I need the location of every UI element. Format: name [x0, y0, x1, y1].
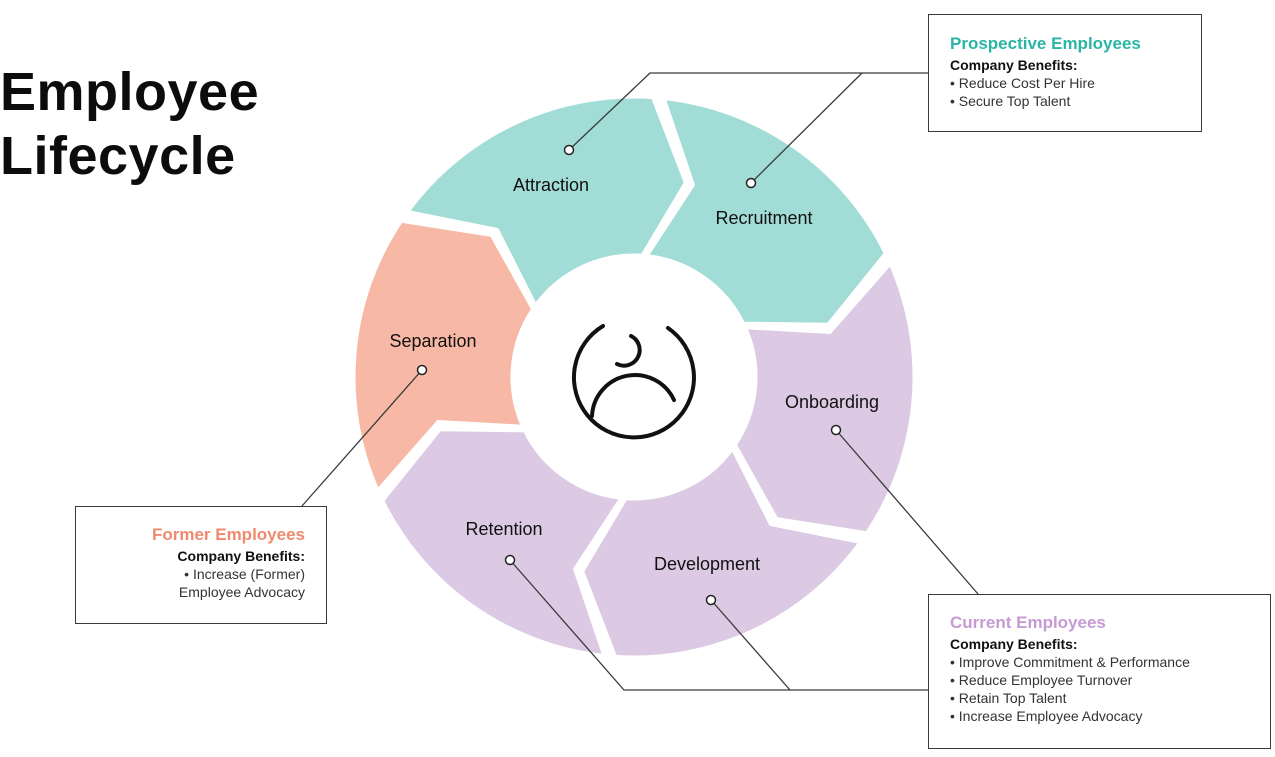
user-circle-icon — [572, 324, 696, 440]
stage-label-separation: Separation — [389, 331, 476, 351]
recruitment-connector — [750, 72, 863, 184]
benefit-item: Increase Employee Advocacy — [950, 707, 1270, 725]
prospective-employees-callout: Prospective Employees Company Benefits: … — [928, 14, 1202, 132]
stage-label-attraction: Attraction — [513, 175, 589, 195]
benefits-list: Reduce Cost Per Hire Secure Top Talent — [950, 74, 1201, 110]
stage-label-retention: Retention — [465, 519, 542, 539]
stage-label-onboarding: Onboarding — [785, 392, 879, 412]
attraction-dot — [563, 144, 575, 156]
segment-attraction — [406, 95, 687, 307]
benefit-item: Retain Top Talent — [950, 689, 1270, 707]
benefit-item-continued: Employee Advocacy — [76, 583, 305, 601]
benefit-item: Increase (Former) — [76, 565, 305, 583]
benefits-list: Increase (Former) Employee Advocacy — [76, 565, 305, 601]
separation-dot — [416, 364, 428, 376]
retention-dot — [504, 554, 516, 566]
callout-header: Current Employees — [950, 613, 1106, 632]
onboarding-dot — [830, 424, 842, 436]
title-line-2: Lifecycle — [0, 126, 236, 186]
callout-subheader: Company Benefits: — [950, 636, 1078, 652]
onboarding-connector — [835, 429, 979, 595]
segment-onboarding — [733, 262, 916, 535]
attraction-connector — [568, 72, 928, 151]
benefit-item: Reduce Cost Per Hire — [950, 74, 1201, 92]
page-title: Employee Lifecycle — [0, 60, 259, 188]
callout-header: Former Employees — [151, 525, 305, 544]
stage-labels: AttractionRecruitmentOnboardingDevelopme… — [389, 175, 879, 574]
benefit-item: Reduce Employee Turnover — [950, 671, 1270, 689]
benefit-item: Improve Commitment & Performance — [950, 653, 1270, 671]
retention-connector — [509, 559, 928, 691]
benefit-item-text: Employee Advocacy — [178, 584, 305, 600]
segment-development — [581, 447, 862, 659]
former-employees-callout: Former Employees Company Benefits: Incre… — [75, 506, 327, 624]
segment-separation — [352, 219, 535, 492]
development-dot — [705, 594, 717, 606]
callout-subheader: Company Benefits: — [177, 548, 305, 564]
separation-connector — [301, 369, 423, 507]
recruitment-dot — [745, 177, 757, 189]
current-employees-callout: Current Employees Company Benefits: Impr… — [928, 594, 1271, 749]
benefits-list: Improve Commitment & Performance Reduce … — [950, 653, 1270, 725]
benefit-item: Secure Top Talent — [950, 92, 1201, 110]
stage-label-development: Development — [654, 554, 760, 574]
callout-header: Prospective Employees — [950, 34, 1141, 53]
connector-lines — [301, 72, 979, 691]
segment-recruitment — [645, 97, 887, 326]
center-disc — [514, 257, 754, 497]
development-connector — [710, 599, 791, 691]
title-line-1: Employee — [0, 62, 260, 122]
callout-subheader: Company Benefits: — [950, 57, 1078, 73]
stage-label-recruitment: Recruitment — [715, 208, 812, 228]
lifecycle-ring — [352, 95, 916, 659]
segment-retention — [381, 428, 623, 657]
